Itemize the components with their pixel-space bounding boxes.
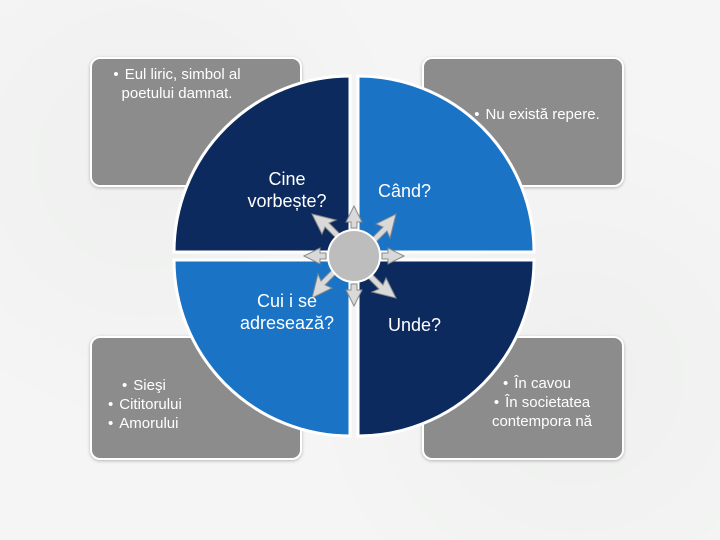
note-top-left-list: Eul liric, simbol al poetului damnat. [92, 65, 262, 103]
note-item: Cititorului [108, 395, 182, 414]
note-item: În societatea contempora nă [472, 393, 612, 431]
quadrant-top-left [172, 74, 352, 254]
arrow-down-icon [345, 283, 363, 308]
question-where: Unde? [388, 315, 442, 335]
question-when: Când? [378, 181, 432, 201]
center-hub [327, 229, 381, 283]
note-bottom-left-list: Sieşi Cititorului Amorului [108, 376, 182, 433]
question-to-whom: Cui i se adresează? [239, 291, 335, 333]
quadrant-top-right [356, 74, 536, 254]
note-top-right-list: Nu există repere. [462, 105, 612, 124]
arrow-up-icon [345, 204, 363, 229]
arrow-right-icon [381, 247, 406, 265]
note-item: Sieşi [122, 376, 182, 395]
note-item: Eul liric, simbol al poetului damnat. [92, 65, 262, 103]
question-who-speaks: Cine vorbește? [247, 169, 327, 211]
note-item: Nu există repere. [462, 105, 612, 124]
note-item: Amorului [108, 414, 182, 433]
arrow-left-icon [302, 247, 327, 265]
quadrant-bottom-left [172, 258, 352, 438]
note-item: În cavou [462, 374, 612, 393]
note-bottom-right-list: În cavou În societatea contempora nă [472, 374, 612, 431]
quadrant-bottom-right [356, 258, 536, 438]
arrows [302, 204, 406, 308]
